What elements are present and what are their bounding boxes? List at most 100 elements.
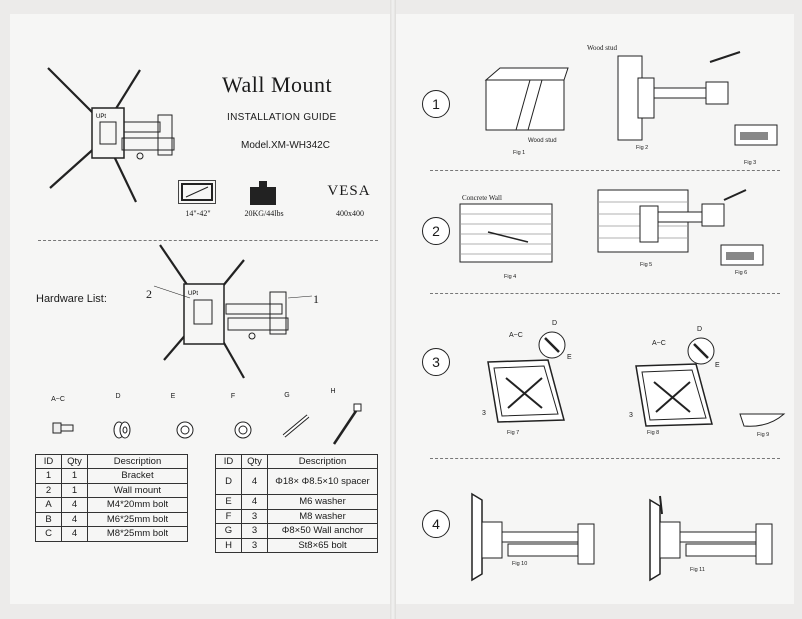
part-label-h: H [330, 388, 336, 395]
spacer-icon [113, 421, 131, 439]
drill-depth-drawing [720, 244, 764, 266]
table-header-row: ID Qty Description [35, 454, 188, 469]
divider [38, 240, 378, 241]
washer-m8-icon [234, 421, 252, 439]
mount-attach-screw-drawing [649, 495, 773, 582]
washer-m6-icon [176, 421, 194, 439]
step-3-badge: 3 [422, 348, 450, 376]
part-label-g: G [284, 392, 290, 399]
right-page [396, 14, 794, 604]
table-cell: 4 [241, 468, 268, 495]
label-e-1: E [567, 354, 572, 361]
table-cell: 4 [61, 526, 88, 542]
table-cell: 1 [35, 468, 62, 484]
divider [430, 293, 780, 294]
drill-depth-drawing [734, 124, 778, 146]
table-header: Qty [241, 454, 268, 469]
mount-attach-drawing [471, 492, 595, 582]
fig-3-label: Fig 3 [744, 160, 757, 166]
table-cell: 4 [61, 497, 88, 513]
label-d-1: D [552, 320, 558, 327]
wall-mount-drawing-exploded: UPt [153, 244, 313, 379]
step-4-badge: 4 [422, 510, 450, 538]
fig-6-label: Fig 6 [735, 270, 748, 276]
table-cell: M8 washer [267, 508, 378, 524]
model-number: Model.XM-WH342C [241, 140, 330, 151]
table-cell: 1 [61, 468, 88, 484]
label-d-2: D [697, 326, 703, 333]
weight-caption: 20KG/44lbs [244, 209, 284, 218]
wall-anchor-icon [282, 414, 310, 438]
label-a-c-2: A~C [652, 340, 666, 347]
wood-wall-drawing [484, 67, 569, 131]
bolt-icon [52, 422, 74, 434]
svg-text:UPt: UPt [188, 291, 198, 297]
table-cell: A [35, 497, 62, 513]
detail-circle-1 [538, 331, 566, 359]
table-header-row: ID Qty Description [215, 454, 378, 469]
wall-mount-drawing-top: UPt [47, 67, 175, 203]
fig-4-label: Fig 4 [504, 274, 517, 280]
table-header: ID [35, 454, 62, 469]
screen-size-caption: 14"-42" [185, 209, 211, 218]
part-label-a-c: A~C [51, 396, 65, 403]
concrete-wall-bracket-drawing [597, 189, 747, 253]
table-cell: F [215, 508, 242, 524]
table-cell: 3 [241, 508, 268, 524]
fig-5-label: Fig 5 [640, 262, 653, 268]
table-cell: Φ18× Φ8.5×10 spacer [267, 468, 378, 495]
fig-11-label: Fig 11 [690, 567, 705, 573]
tv-back-drawing [487, 359, 565, 423]
step-2-badge: 2 [422, 217, 450, 245]
installation-guide-label: INSTALLATION GUIDE [227, 112, 337, 123]
table-header: ID [215, 454, 242, 469]
page-fold [390, 0, 396, 619]
wood-stud-label-bottom: Wood stud [528, 138, 557, 144]
table-cell: B [35, 511, 62, 527]
vesa-icon: VESA [324, 180, 374, 202]
table-cell: Bracket [87, 468, 188, 484]
part-label-f: F [230, 393, 236, 400]
weight-icon [248, 180, 278, 206]
svg-text:UPt: UPt [96, 114, 106, 120]
fig-2-label: Fig 2 [636, 145, 649, 151]
label-e-2: E [715, 362, 720, 369]
table-cell: G [215, 523, 242, 539]
concrete-wall-label: Concrete Wall [462, 194, 502, 202]
part-label-d: D [115, 393, 121, 400]
vesa-caption: 400x400 [336, 209, 364, 218]
step-1-badge: 1 [422, 90, 450, 118]
table-cell: 3 [241, 537, 268, 553]
table-cell: 4 [241, 494, 268, 510]
table-cell: 2 [35, 482, 62, 498]
fig-1-label: Fig 1 [513, 150, 526, 156]
table-cell: Wall mount [87, 482, 188, 498]
label-3-1: 3 [482, 410, 486, 417]
lag-bolt-icon [332, 403, 362, 445]
table-cell: 3 [241, 523, 268, 539]
table-cell: 1 [61, 482, 88, 498]
fig-8-label: Fig 8 [647, 430, 660, 436]
screen-size-icon [178, 180, 216, 204]
fig-10-label: Fig 10 [512, 561, 528, 567]
table-cell: C [35, 526, 62, 542]
fig-7-label: Fig 7 [507, 430, 520, 436]
table-cell: H [215, 537, 242, 553]
label-3-2: 3 [629, 412, 633, 419]
curved-back-drawing [739, 413, 786, 427]
part-label-e: E [170, 393, 176, 400]
callout-wall-mount: 2 [146, 287, 152, 301]
concrete-wall-drawing [459, 203, 553, 263]
table-cell: 4 [61, 511, 88, 527]
